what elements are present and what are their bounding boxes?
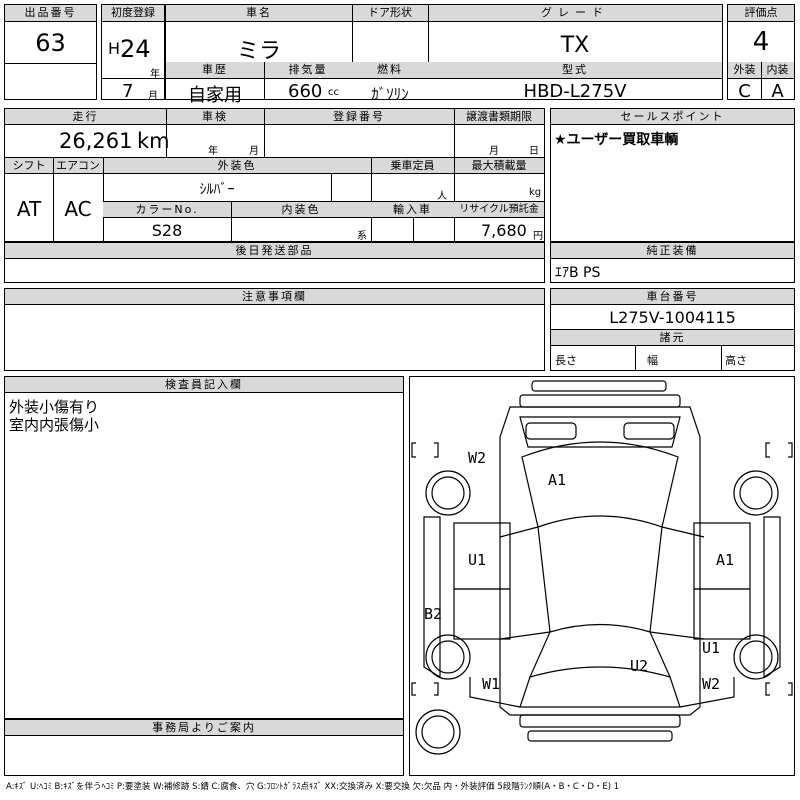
notes-box: 注意事項欄: [4, 288, 545, 371]
interior-grade: A: [771, 81, 784, 102]
specs-header: 諸元: [551, 330, 794, 346]
office-header: 事務局よりご案内: [5, 720, 403, 736]
car-diagram-box: W2 A1 U1 A1 B2 U1 U2 W1 W2: [409, 376, 795, 776]
mileage-header: 走行: [72, 110, 99, 123]
score-header: 評価点: [728, 5, 794, 22]
fuel: ｶﾞｿﾘﾝ: [371, 85, 409, 103]
recycle-header: リサイクル預託金: [459, 204, 539, 215]
car-name-header: 車名: [246, 6, 272, 19]
door-header: ドア形状: [368, 6, 412, 19]
capacity-unit: 人: [437, 191, 447, 202]
sales-point-text: ★ユーザー買取車輌: [554, 132, 679, 148]
office-box: 事務局よりご案内: [4, 719, 404, 776]
damage-mark: W2: [702, 675, 721, 693]
color-no-header: カラーNo.: [135, 203, 199, 216]
sales-point-header: セールスポイント: [551, 109, 794, 125]
damage-mark: W1: [482, 675, 501, 693]
sales-point-box: セールスポイント ★ユーザー買取車輌: [550, 108, 795, 242]
import-header: 輸入車: [393, 203, 432, 216]
car-info-box: 車名 ドア形状 グレード ミラ TX 車歴 排気量 燃料 型式 自家用 660 …: [165, 4, 723, 106]
damage-mark: A1: [716, 551, 735, 569]
damage-mark: U2: [630, 657, 649, 675]
first-reg-header: 初度登録: [102, 5, 164, 22]
legend: A:ｷｽﾞ U:ﾍｺﾐ B:ｷｽﾞを伴うﾍｺﾐ P:要塗装 W:補修跡 S:錆 …: [6, 782, 620, 792]
inspector-header: 検査員記入欄: [5, 377, 403, 393]
mileage-block: 走行 車検 登録番号 譲渡書類期限 26,261 km 年 月 月 日 シフト …: [4, 108, 545, 242]
score: 4: [752, 27, 770, 57]
displacement-header: 排気量: [288, 63, 328, 76]
transfer-day-unit: 日: [529, 146, 539, 157]
spec-width: 幅: [647, 354, 658, 367]
grade: TX: [560, 33, 590, 58]
history-header: 車歴: [202, 63, 228, 76]
interior-header: 内装: [766, 63, 789, 76]
lot-box: 出品番号 63: [4, 4, 97, 100]
damage-mark: U1: [468, 551, 487, 569]
later-parts-header: 後日発送部品: [5, 243, 544, 259]
month-unit: 月: [148, 91, 158, 102]
ext-color: ｼﾙﾊﾞｰ: [199, 182, 235, 198]
inspector-box: 検査員記入欄 外装小傷有り 室内内張傷小: [4, 376, 404, 719]
lot-number: 63: [35, 29, 66, 57]
exterior-header: 外装: [733, 63, 756, 76]
model-code: HBD-L275V: [523, 81, 627, 102]
chassis-box: 車台番号 L275V-1004115 諸元 長さ 幅 高さ: [550, 288, 795, 371]
standard-equip-box: 純正装備 ｴｱB PS: [550, 242, 795, 283]
standard-equip-header: 純正装備: [551, 243, 794, 259]
inspection-header: 車検: [202, 110, 228, 123]
chassis-header: 車台番号: [551, 289, 794, 305]
recycle-fee: 7,680: [481, 221, 527, 240]
shift: AT: [16, 197, 42, 221]
inspection-month-unit: 月: [249, 146, 259, 157]
era-prefix: H: [108, 39, 121, 58]
max-load-unit: kg: [529, 187, 542, 198]
lot-header: 出品番号: [5, 5, 96, 22]
fuel-header: 燃料: [377, 63, 403, 76]
inspection-year-unit: 年: [208, 146, 218, 157]
standard-equip: ｴｱB PS: [555, 265, 601, 281]
damage-mark: U1: [702, 639, 721, 657]
car-name: ミラ: [236, 39, 281, 64]
reg-month: 7: [122, 81, 134, 102]
grade-header: グレード: [541, 6, 609, 19]
aircon: AC: [64, 197, 92, 221]
first-reg-box: 初度登録 H 24 年 7 月: [101, 4, 165, 102]
transfer-month-unit: 月: [489, 146, 499, 157]
spec-length: 長さ: [555, 354, 577, 367]
notes-header: 注意事項欄: [5, 289, 544, 305]
mileage-unit: km: [137, 129, 170, 153]
inspector-note-2: 室内内張傷小: [9, 416, 100, 434]
int-color-unit: 系: [357, 231, 367, 242]
aircon-header: エアコン: [56, 159, 100, 172]
transfer-header: 譲渡書類期限: [466, 110, 532, 123]
max-load-header: 最大積載量: [471, 159, 527, 172]
exterior-grade: C: [738, 81, 751, 102]
shift-header: シフト: [12, 159, 46, 172]
score-box: 評価点 4 外装 内装 C A: [727, 4, 795, 102]
mileage: 26,261: [59, 129, 133, 153]
displacement: 660: [288, 81, 323, 102]
int-color-header: 内装色: [281, 203, 321, 216]
damage-mark: W2: [468, 449, 487, 467]
spec-height: 高さ: [725, 354, 747, 367]
year-unit: 年: [150, 69, 160, 80]
history: 自家用: [188, 85, 242, 106]
reg-no-header: 登録番号: [333, 110, 385, 123]
model-code-header: 型式: [562, 63, 588, 76]
damage-mark: B2: [424, 605, 443, 623]
car-diagram: [411, 380, 793, 755]
capacity-header: 乗車定員: [390, 159, 435, 172]
recycle-unit: 円: [533, 231, 543, 242]
color-no: S28: [151, 221, 183, 240]
damage-mark: A1: [548, 471, 567, 489]
displacement-unit: cc: [328, 87, 339, 98]
chassis-no: L275V-1004115: [609, 308, 736, 327]
later-parts-box: 後日発送部品: [4, 242, 545, 283]
inspector-note-1: 外装小傷有り: [9, 398, 100, 416]
reg-year: 24: [120, 35, 151, 63]
ext-color-header: 外装色: [217, 159, 257, 172]
